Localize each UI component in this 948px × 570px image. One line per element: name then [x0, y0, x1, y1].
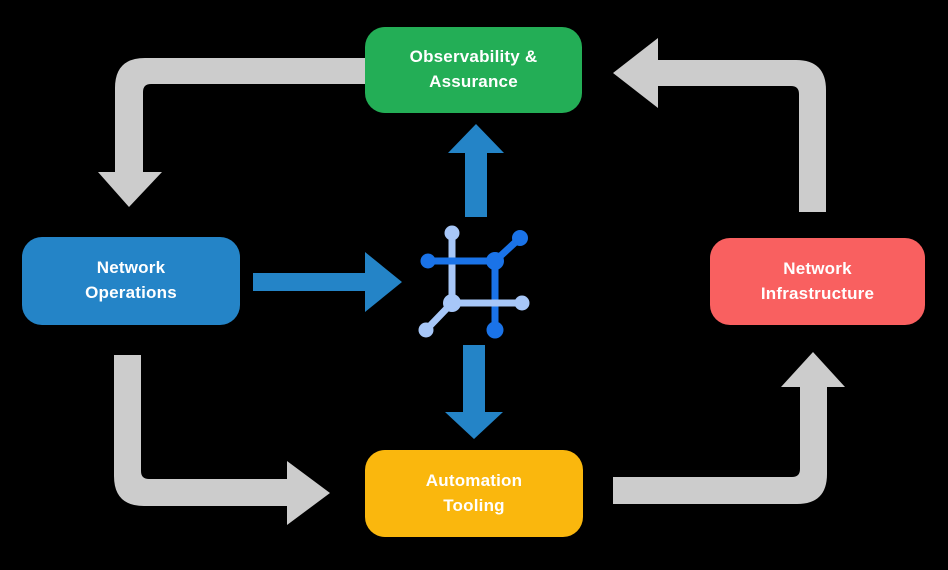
arrow-center-to-automation: [445, 345, 503, 439]
arrow-operations-to-center: [253, 252, 402, 312]
arrow-operations-to-automation: [114, 355, 330, 525]
arrow-center-to-observability: [448, 124, 504, 217]
arrow-infrastructure-to-observability: [613, 38, 826, 212]
arrow-observability-to-operations: [98, 58, 368, 207]
node-observability-assurance-label: Observability & Assurance: [409, 47, 538, 91]
arrow-automation-to-infrastructure: [613, 352, 845, 504]
node-network-infrastructure-label: Network Infrastructure: [760, 258, 875, 303]
node-automation-tooling: Automation Tooling: [365, 450, 583, 537]
network-mesh-icon: [418, 225, 530, 339]
node-network-infrastructure: Network Infrastructure: [710, 238, 925, 325]
node-automation-tooling-label: Automation Tooling: [425, 470, 523, 515]
node-network-operations-label: Network Operations: [85, 258, 177, 302]
node-network-operations: Network Operations: [22, 237, 240, 325]
node-observability-assurance: Observability & Assurance: [365, 27, 582, 113]
